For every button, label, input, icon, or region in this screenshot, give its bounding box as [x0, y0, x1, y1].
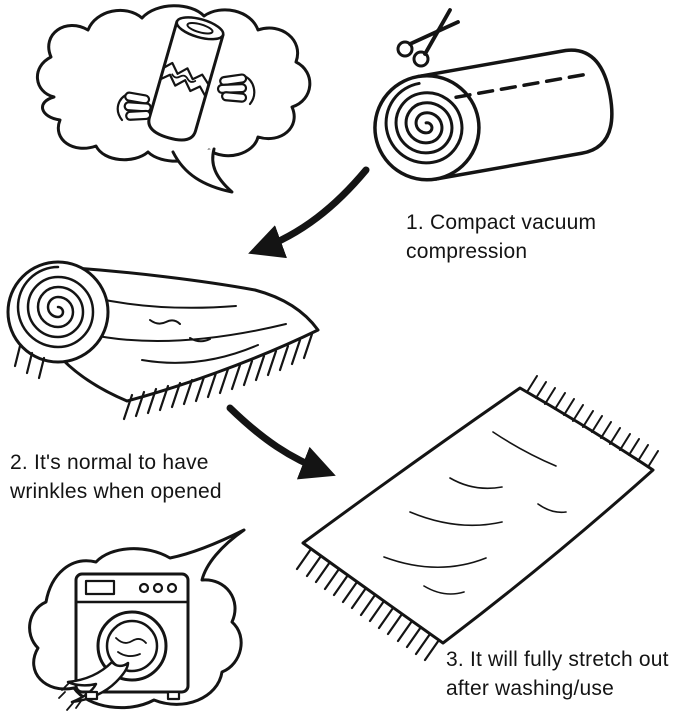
flat-blanket-fringe-bottom	[295, 547, 441, 662]
machine-door-inner	[105, 619, 159, 673]
cut-dashed-line	[454, 72, 590, 99]
machine-knob	[152, 582, 164, 594]
machine-knob	[166, 582, 178, 594]
blanket-roll-spiral	[16, 265, 95, 349]
blanket-wrinkles	[87, 297, 287, 364]
flat-blanket-wrinkles	[383, 431, 567, 595]
flat-blanket-illustration	[295, 375, 659, 662]
left-hand	[116, 91, 152, 122]
step-3-label: 3. It will fully stretch out after washi…	[446, 648, 669, 700]
folded-blanket-illustration	[6, 260, 320, 421]
machine-display	[84, 579, 116, 596]
step-1-label: 1. Compact vacuum compression	[406, 211, 597, 263]
washing-machine	[58, 572, 190, 711]
right-hand	[216, 73, 256, 106]
flat-blanket-fringe-top	[526, 375, 659, 468]
washing-machine-bubble-illustration	[28, 528, 246, 711]
arrow-step2-to-step3	[226, 404, 336, 480]
hanging-blanket	[66, 660, 130, 704]
unpacking-thought-bubble-illustration	[35, 4, 312, 194]
machine-knob	[138, 582, 150, 594]
blanket-fringe	[122, 332, 314, 421]
drum-laundry	[115, 637, 147, 657]
step-2-label: 2. It's normal to have wrinkles when ope…	[10, 451, 222, 503]
hanging-blanket-fringe	[58, 682, 82, 711]
machine-foot	[84, 690, 99, 701]
scissors-icon	[396, 8, 460, 68]
machine-foot	[166, 690, 181, 701]
arrow-step1-to-step2	[248, 166, 370, 259]
tear-zigzag	[159, 61, 210, 98]
roll-fringe	[13, 344, 46, 380]
compressed-roll-illustration	[373, 48, 614, 182]
vacuum-package	[147, 16, 225, 142]
flat-blanket-outline	[301, 386, 655, 645]
roll-spiral	[384, 81, 464, 165]
cloud-tail	[171, 147, 234, 194]
